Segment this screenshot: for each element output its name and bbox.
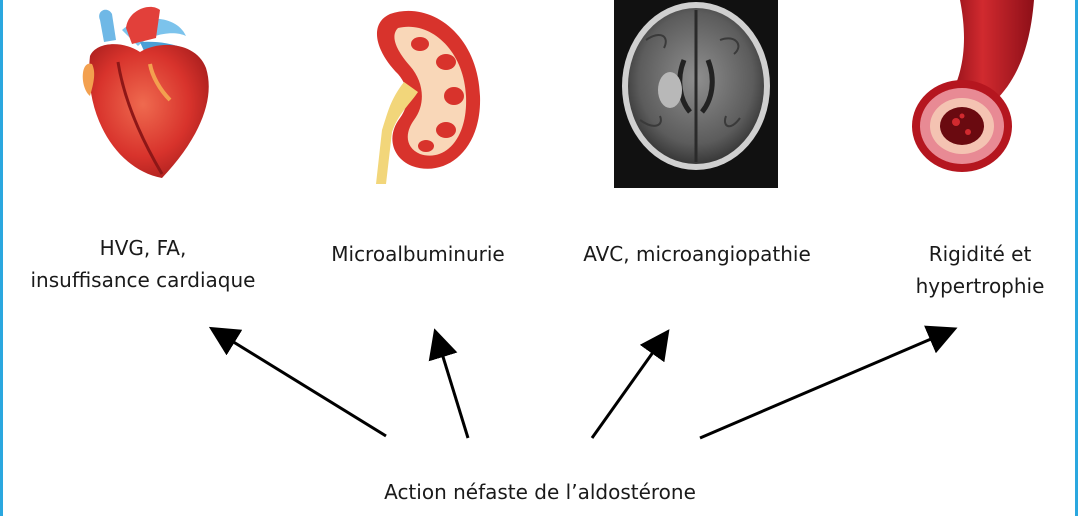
- aldosterone-action-label: Action néfaste de l’aldostérone: [384, 480, 696, 504]
- kidney-icon: [376, 10, 481, 184]
- artery-effect-label: Rigidité et hypertrophie: [915, 242, 1045, 298]
- arrow-to-heart: [208, 326, 387, 438]
- artery-icon: [912, 0, 1034, 172]
- heart-effect-label: HVG, FA, insuffisance cardiaque: [30, 236, 256, 292]
- arrow-to-artery: [699, 325, 958, 440]
- arrow-to-kidney: [428, 328, 470, 439]
- heart-icon: [82, 6, 209, 178]
- kidney-effect-label: Microalbuminurie: [331, 242, 505, 266]
- arrow-to-brain: [590, 329, 670, 439]
- brain-mri-icon: [614, 0, 778, 188]
- brain-effect-label: AVC, microangiopathie: [583, 242, 811, 266]
- arrows: [208, 325, 958, 440]
